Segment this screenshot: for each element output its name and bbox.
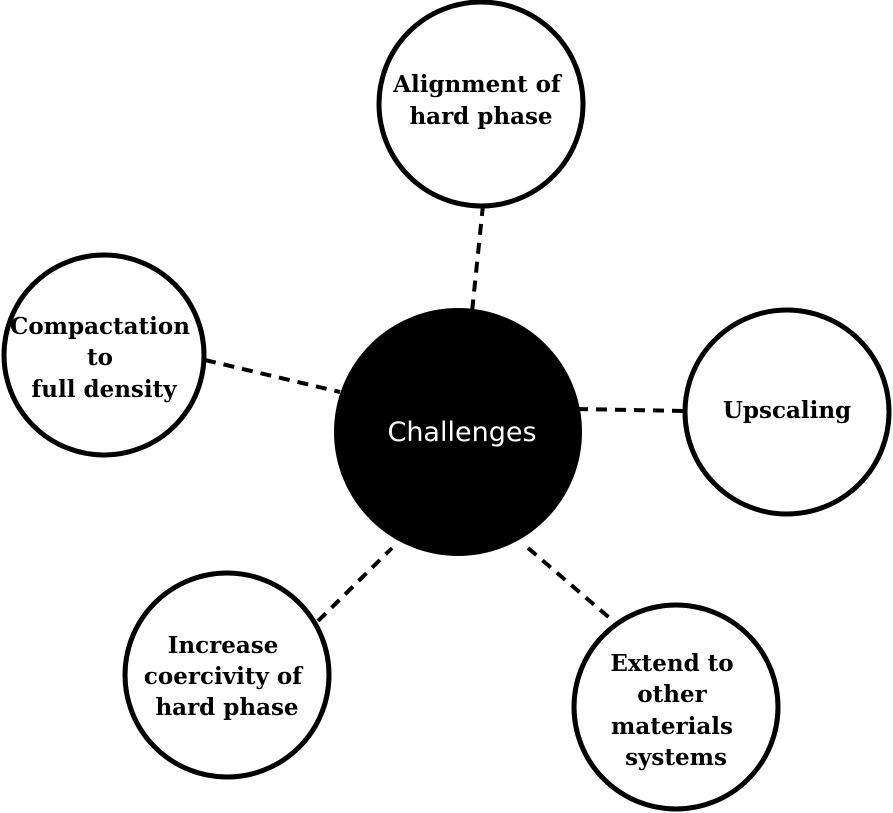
node-extend-label: Extend to other materials systems <box>610 650 741 771</box>
node-compaction: Compactation to full density <box>1 252 207 458</box>
connector-extend <box>526 546 614 622</box>
node-coercivity-line-1: Increase <box>168 632 279 659</box>
hub-node: Challenges <box>334 308 582 556</box>
node-upscaling-label: Upscaling <box>723 397 851 424</box>
node-compaction-line-2: to <box>87 344 113 371</box>
node-coercivity-label: Increase coercivity of hard phase <box>144 632 310 721</box>
connectors <box>204 204 687 623</box>
connector-upscaling <box>576 407 687 413</box>
node-upscaling-circle <box>682 307 892 517</box>
node-extend-line-1: Extend to <box>610 650 733 677</box>
node-extend-line-2: other <box>637 681 707 708</box>
node-extend: Extend to other materials systems <box>571 602 781 812</box>
node-alignment-line-2: hard phase <box>409 103 552 130</box>
node-extend-line-3: materials <box>611 713 733 740</box>
connector-compaction <box>204 358 341 394</box>
connector-coercivity <box>316 546 394 623</box>
node-alignment-label: Alignment of hard phase <box>392 71 569 130</box>
node-coercivity: Increase coercivity of hard phase <box>122 570 332 780</box>
node-extend-line-4: systems <box>625 744 727 771</box>
node-coercivity-line-3: hard phase <box>155 694 298 721</box>
node-alignment-line-1: Alignment of <box>392 71 563 98</box>
node-alignment-circle <box>376 0 586 209</box>
node-compaction-line-3: full density <box>31 376 177 403</box>
connector-alignment <box>470 204 485 313</box>
node-compaction-line-1: Compactation <box>10 313 190 340</box>
node-compaction-label: Compactation to full density <box>10 313 198 403</box>
hub-label: Challenges <box>387 417 536 448</box>
node-upscaling-line-1: Upscaling <box>723 397 851 424</box>
node-coercivity-line-2: coercivity of <box>144 663 304 690</box>
node-alignment: Alignment of hard phase <box>376 0 586 209</box>
node-compaction-circle <box>1 252 207 458</box>
node-coercivity-circle <box>122 570 332 780</box>
hub-circle <box>334 308 582 556</box>
node-upscaling: Upscaling <box>682 307 892 517</box>
node-extend-circle <box>571 602 781 812</box>
